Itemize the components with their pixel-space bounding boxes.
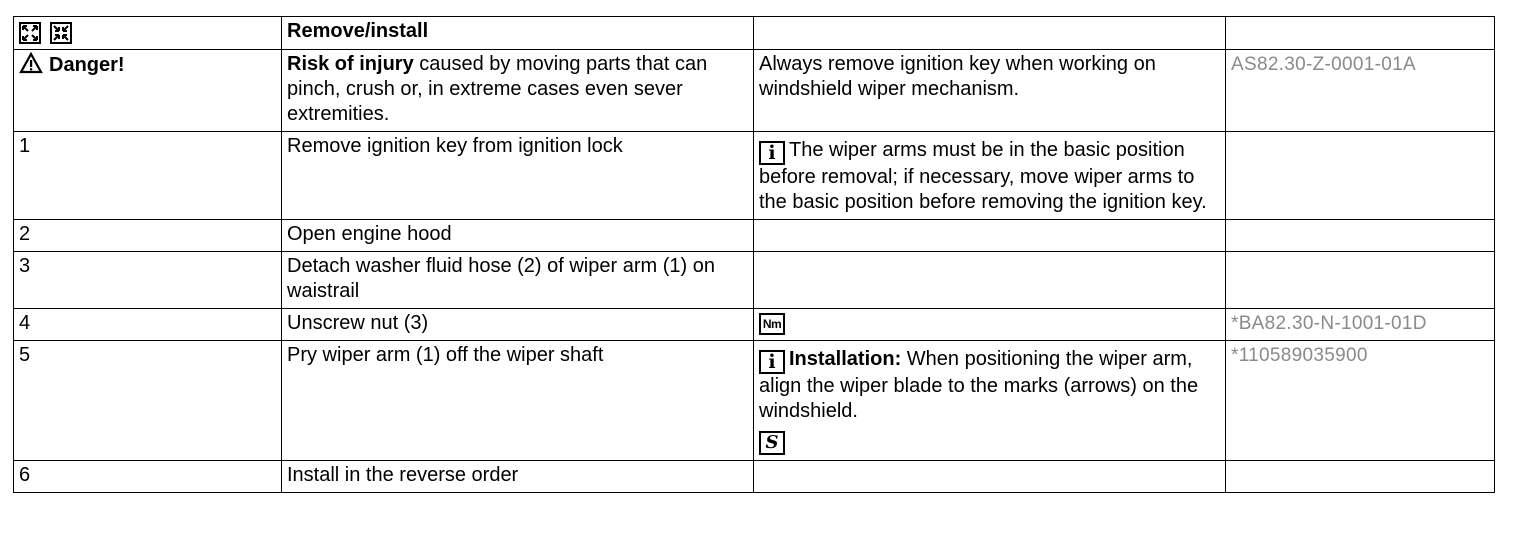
danger-label: Danger! xyxy=(49,54,125,76)
step-ref-link[interactable]: *BA82.30-N-1001-01D xyxy=(1225,308,1495,341)
special-tool-icon[interactable]: S xyxy=(759,431,785,455)
danger-cell: Danger! xyxy=(13,49,282,132)
step-row-2: 2 Open engine hood xyxy=(13,219,1495,252)
procedure-table: Remove/install Danger! Risk of injury ca… xyxy=(13,16,1495,493)
step-ref xyxy=(1225,219,1495,252)
header-empty-3 xyxy=(753,16,1226,50)
step-row-4: 4 Unscrew nut (3) Nm *BA82.30-N-1001-01D xyxy=(13,308,1495,341)
step-note: Nm xyxy=(753,308,1226,341)
note-text: When positioning the wiper arm, align th… xyxy=(759,348,1199,422)
step-number: 4 xyxy=(13,308,282,341)
header-empty-4 xyxy=(1225,16,1495,50)
step-text: Open engine hood xyxy=(281,219,754,252)
step-row-6: 6 Install in the reverse order xyxy=(13,460,1495,493)
step-ref xyxy=(1225,460,1495,493)
note-bold: Installation: xyxy=(789,348,902,370)
step-note xyxy=(753,219,1226,252)
torque-icon[interactable]: Nm xyxy=(759,312,785,335)
tool-line: S xyxy=(759,430,1220,456)
step-number: 1 xyxy=(13,131,282,220)
step-text: Detach washer fluid hose (2) of wiper ar… xyxy=(281,251,754,309)
step-text: Remove ignition key from ignition lock xyxy=(281,131,754,220)
step-number: 5 xyxy=(13,340,282,461)
info-icon: i xyxy=(759,141,785,165)
step-text: Install in the reverse order xyxy=(281,460,754,493)
step-text: Pry wiper arm (1) off the wiper shaft xyxy=(281,340,754,461)
header-title: Remove/install xyxy=(281,16,754,50)
step-note xyxy=(753,460,1226,493)
step-number: 6 xyxy=(13,460,282,493)
danger-risk-cell: Risk of injury caused by moving parts th… xyxy=(281,49,754,132)
view-controls-cell xyxy=(13,16,282,50)
info-icon: i xyxy=(759,350,785,374)
step-ref xyxy=(1225,131,1495,220)
collapse-icon[interactable] xyxy=(49,21,72,44)
step-row-3: 3 Detach washer fluid hose (2) of wiper … xyxy=(13,251,1495,309)
risk-text: caused by moving parts that can pinch, c… xyxy=(287,53,708,125)
danger-ref-link[interactable]: AS82.30-Z-0001-01A xyxy=(1225,49,1495,132)
expand-icon[interactable] xyxy=(19,21,41,44)
step-row-5: 5 Pry wiper arm (1) off the wiper shaft … xyxy=(13,340,1495,461)
step-text: Unscrew nut (3) xyxy=(281,308,754,341)
danger-row: Danger! Risk of injury caused by moving … xyxy=(13,49,1495,132)
step-note xyxy=(753,251,1226,309)
step-number: 3 xyxy=(13,251,282,309)
step-ref-link[interactable]: *110589035900 xyxy=(1225,340,1495,461)
step-number: 2 xyxy=(13,219,282,252)
danger-instruction: Always remove ignition key when working … xyxy=(753,49,1226,132)
step-ref xyxy=(1225,251,1495,309)
warning-triangle-icon xyxy=(19,51,43,81)
step-row-1: 1 Remove ignition key from ignition lock… xyxy=(13,131,1495,220)
risk-bold: Risk of injury xyxy=(287,53,414,75)
note-text: The wiper arms must be in the basic posi… xyxy=(759,139,1207,213)
header-row: Remove/install xyxy=(13,16,1495,50)
